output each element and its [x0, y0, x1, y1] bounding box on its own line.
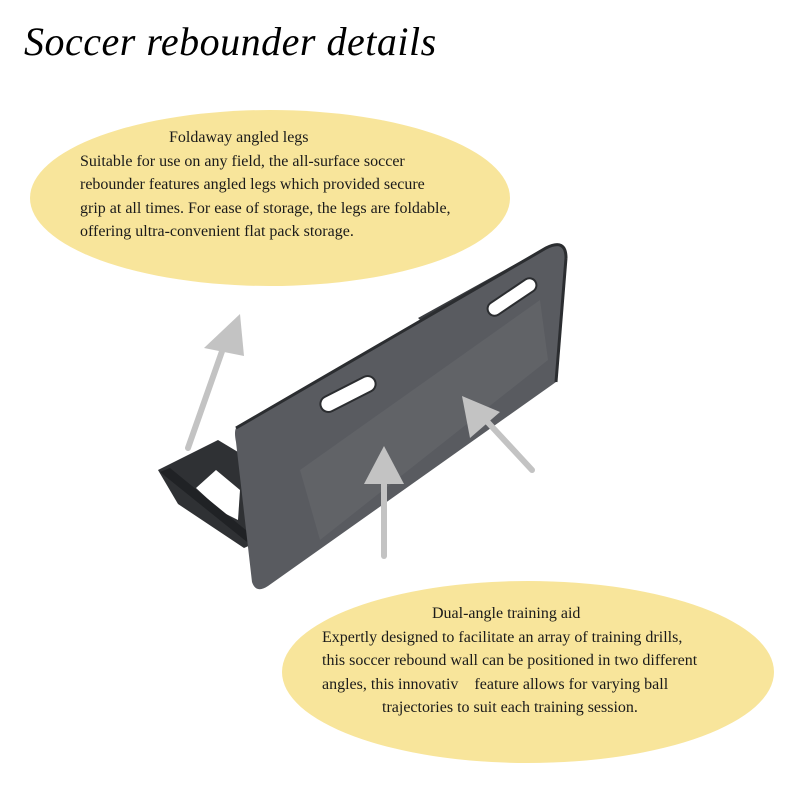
page-title: Soccer rebounder details — [24, 19, 437, 64]
handle-slot-left — [319, 375, 377, 413]
arrow-panel — [364, 446, 404, 559]
angle-callout-heading: Dual-angle training aid — [432, 605, 581, 622]
panel-top-edge — [235, 243, 568, 430]
base-plate-cutout — [196, 470, 240, 520]
legs-callout-bubble — [30, 110, 510, 286]
legs-callout-line: Suitable for use on any field, the all-s… — [80, 152, 405, 170]
angle-callout-line: trajectories to suit each training sessi… — [382, 699, 638, 716]
legs-callout: Foldaway angled legs Suitable for use on… — [80, 126, 451, 244]
legs-callout-line: grip at all times. For ease of storage, … — [80, 199, 451, 217]
legs-callout-line: offering ultra-convenient flat pack stor… — [80, 223, 354, 240]
angle-callout-line: Expertly designed to facilitate an array… — [322, 628, 683, 646]
arrow-angle — [462, 396, 535, 473]
angle-callout-line: angles, this innovativ feature allows fo… — [322, 675, 669, 693]
legs-callout-heading: Foldaway angled legs — [169, 129, 309, 146]
panel-reflection — [300, 300, 548, 540]
angle-callout-bubble — [282, 581, 774, 763]
rebounder-image — [158, 243, 568, 590]
panel-right-edge — [554, 257, 568, 383]
angled-leg — [160, 468, 258, 546]
angle-callout-line: this soccer rebound wall can be position… — [322, 652, 698, 669]
arrow-legs — [185, 314, 244, 451]
angle-callout: Dual-angle training aid Expertly designe… — [322, 602, 697, 720]
rebounder-panel — [235, 244, 566, 590]
legs-callout-line: rebounder features angled legs which pro… — [80, 176, 425, 193]
handle-slot-right — [486, 277, 538, 317]
